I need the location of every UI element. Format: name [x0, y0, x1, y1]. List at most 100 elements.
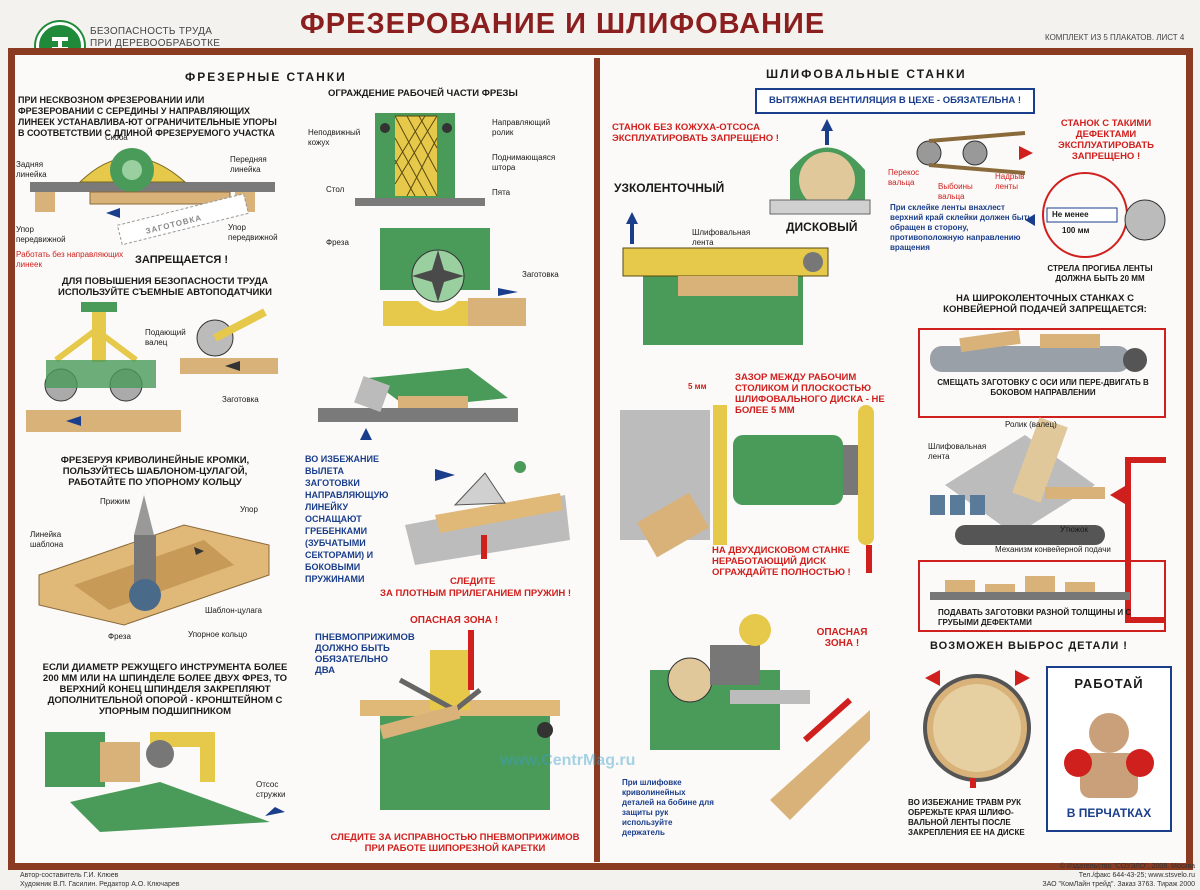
text-no-guides: Работать без направляющих линеек	[16, 250, 124, 269]
text-gloves: В ПЕРЧАТКАХ	[1066, 806, 1152, 820]
text-hand-injury: ВО ИЗБЕЖАНИЕ ТРАВМ РУК ОБРЕЖЬТЕ КРАЯ ШЛИ…	[908, 798, 1025, 837]
text-belt-gluing: При склейке ленты внахлест верхний край …	[890, 203, 1033, 252]
text-kickback: ВО ИЗБЕЖАНИЕ ВЫЛЕТА ЗАГОТОВКИ НАПРАВЛЯЮЩ…	[305, 454, 389, 584]
label-roller: Ролик (валец)	[1005, 420, 1057, 429]
footer-phone: Тел./факс 644-43-25; www.stsvelo.ru	[1078, 872, 1195, 879]
fence-illustration	[30, 148, 275, 246]
guard-illustration	[355, 113, 485, 206]
page-title: ФРЕЗЕРОВАНИЕ И ШЛИФОВАНИЕ	[300, 8, 826, 40]
label-rear-ruler: Задняя линейка	[16, 160, 47, 179]
label-stop-movable-2: Упор передвижной	[228, 223, 278, 242]
label-skoba: Скоба	[105, 133, 128, 142]
label-heel: Пята	[492, 188, 511, 197]
tenoning-machine-illustration	[360, 630, 560, 810]
label-template-ruler: Линейка шаблона	[30, 530, 64, 549]
label-cutter-2: Фреза	[108, 632, 131, 641]
text-watch-springs-1: СЛЕДИТЕ	[450, 576, 496, 587]
label-table: Стол	[326, 185, 345, 194]
side-arrow-illustration	[1110, 457, 1166, 623]
label-sanding-belt: Шлифовальная лента	[692, 228, 751, 247]
wide-belt-illustration	[930, 417, 1105, 545]
text-pneumo: ПНЕВМОПРИЖИМОВ ДОЛЖНО БЫТЬ ОБЯЗАТЕЛЬНО Д…	[315, 632, 415, 676]
conveyor-illustration-1	[930, 329, 1147, 372]
feed-roller-illustration	[180, 308, 278, 374]
text-belt-sag: СТРЕЛА ПРОГИБА ЛЕНТЫ ДОЛЖНА БЫТЬ 20 ММ	[1047, 264, 1153, 283]
conveyor-box-1	[918, 328, 1166, 418]
spindle-illustration	[45, 732, 285, 832]
footer-author-block: Автор-составитель Г.И. Клюев Художник В.…	[20, 871, 179, 889]
double-disc-illustration	[620, 405, 874, 573]
label-dents: Выбоины вальца	[938, 182, 973, 201]
logo-line1: БЕЗОПАСНОСТЬ ТРУДА	[90, 26, 213, 37]
label-cutter: Фреза	[326, 238, 349, 247]
label-5mm: 5 мм	[688, 382, 707, 391]
cutter-illustration	[380, 228, 526, 326]
text-shift-workpiece: СМЕЩАТЬ ЗАГОТОВКУ С ОСИ ИЛИ ПЕРЕ-ДВИГАТЬ…	[937, 378, 1149, 397]
label-thrust-ring: Упорное кольцо	[188, 630, 248, 639]
footer-artist: Художник В.П. Гасилин. Редактор А.О. Клю…	[20, 881, 180, 888]
text-no-casing: СТАНОК БЕЗ КОЖУХА-ОТСОСА ЭКСПЛУАТИРОВАТЬ…	[612, 122, 779, 144]
autofeeder-illustration	[26, 302, 181, 432]
header: БЕЗОПАСНОСТЬ ТРУДА ПРИ ДЕРЕВООБРАБОТКЕ Ф…	[0, 0, 1200, 70]
text-blind-milling: ПРИ НЕСКВОЗНОМ ФРЕЗЕРОВАНИИ ИЛИ ФРЕЗЕРОВ…	[18, 95, 277, 138]
label-guide-roller: Направляющий ролик	[492, 118, 551, 137]
text-double-disc: НА ДВУХДИСКОВОМ СТАНКЕ НЕРАБОТАЮЩИЙ ДИСК…	[712, 545, 851, 578]
label-chip-suction: Отсос стружки	[256, 780, 286, 799]
logo-text: БЕЗОПАСНОСТЬ ТРУДА ПРИ ДЕРЕВООБРАБОТКЕ	[90, 26, 220, 50]
narrow-belt-machine-illustration	[622, 212, 829, 345]
label-disc: ДИСКОВЫЙ	[786, 220, 858, 234]
section-title-milling: ФРЕЗЕРНЫЕ СТАНКИ	[185, 70, 347, 84]
label-lift-curtain: Поднимающаяся штора	[492, 153, 556, 172]
text-bobbin: При шлифовке криволинейных деталей на бо…	[622, 778, 714, 837]
set-label: КОМПЛЕКТ ИЗ 5 ПЛАКАТОВ. ЛИСТ 4	[1045, 33, 1185, 42]
text-forbidden: ЗАПРЕЩАЕТСЯ !	[135, 254, 229, 266]
text-ejection: ВОЗМОЖЕН ВЫБРОС ДЕТАЛИ !	[930, 640, 1128, 652]
text-curved-edges: ФРЕЗЕРУЯ КРИВОЛИНЕЙНЫЕ КРОМКИ, ПОЛЬЗУЙТЕ…	[60, 455, 250, 488]
logo-line2: ПРИ ДЕРЕВООБРАБОТКЕ	[90, 38, 221, 49]
bobbin-machine-illustration	[650, 614, 870, 820]
conveyor-box-2	[918, 560, 1166, 632]
text-danger-zone-left: ОПАСНАЯ ЗОНА !	[410, 615, 499, 626]
label-front-ruler: Передняя линейка	[230, 155, 267, 174]
label-tears: Надрыв ленты	[995, 172, 1025, 191]
label-fixed-casing: Неподвижный кожух	[308, 128, 361, 147]
label-iron: Утюжок	[1060, 525, 1088, 534]
text-danger-zone-right: ОПАСНАЯ ЗОНА !	[816, 627, 868, 649]
belt-defects-illustration	[916, 131, 1033, 175]
text-wide-belt: НА ШИРОКОЛЕНТОЧНЫХ СТАНКАХ С КОНВЕЙЕРНОЙ…	[943, 293, 1147, 315]
label-workpiece-1: Заготовка	[522, 270, 559, 279]
label-workpiece-2: Заготовка	[222, 395, 259, 404]
label-not-less: Не менее	[1052, 210, 1089, 219]
text-watch-pneumo: СЛЕДИТЕ ЗА ИСПРАВНОСТЬЮ ПНЕВМОПРИЖИМОВ П…	[330, 832, 580, 854]
text-autofeed: ДЛЯ ПОВЫШЕНИЯ БЕЗОПАСНОСТИ ТРУДА ИСПОЛЬЗ…	[58, 276, 272, 298]
conveyor-illustration-2	[930, 576, 1130, 600]
label-feed-roller: Подающий валец	[145, 328, 186, 347]
text-diff-thickness: ПОДАВАТЬ ЗАГОТОВКИ РАЗНОЙ ТОЛЩИНЫ И С ГР…	[938, 608, 1132, 627]
label-narrow-belt: УЗКОЛЕНТОЧНЫЙ	[614, 181, 725, 195]
footer-print: ЗАО "КомЛайн трейд". Заказ 3763. Тираж 2…	[1042, 881, 1195, 888]
gloves-box: РАБОТАЙ В ПЕРЧАТКАХ	[1046, 666, 1172, 832]
text-watch-springs-2: ЗА ПЛОТНЫМ ПРИЛЕГАНИЕМ ПРУЖИН !	[380, 588, 572, 599]
section-title-grinding: ШЛИФОВАЛЬНЫЕ СТАНКИ	[766, 67, 967, 81]
text-spindle: ЕСЛИ ДИАМЕТР РЕЖУЩЕГО ИНСТРУМЕНТА БОЛЕЕ …	[42, 662, 288, 717]
text-defects: СТАНОК С ТАКИМИ ДЕФЕКТАМИ ЭКСПЛУАТИРОВАТ…	[1057, 118, 1154, 162]
watermark: www.CentrMag.ru	[500, 752, 636, 769]
text-gap: ЗАЗОР МЕЖДУ РАБОЧИМ СТОЛИКОМ И ПЛОСКОСТЬ…	[735, 372, 885, 416]
disc-sander-illustration	[769, 119, 871, 215]
footer-publisher: © Издательство "СОУЭЛО", 2008. Москва	[1059, 863, 1195, 870]
boxer-icon	[1064, 713, 1154, 798]
footer-publisher-block: © Издательство "СОУЭЛО", 2008. Москва Те…	[1020, 862, 1195, 889]
text-work-in: РАБОТАЙ	[1074, 676, 1144, 691]
label-stop: Упор	[240, 505, 258, 514]
label-conveyor: Механизм конвейерной подачи	[995, 545, 1111, 554]
label-clamp: Прижим	[100, 497, 130, 506]
combs-machine-illustration	[318, 368, 518, 440]
text-guard-title: ОГРАЖДЕНИЕ РАБОЧЕЙ ЧАСТИ ФРЕЗЫ	[328, 88, 518, 99]
belt-sag-illustration	[1025, 172, 1166, 258]
ventilation-box: ВЫТЯЖНАЯ ВЕНТИЛЯЦИЯ В ЦЕХЕ - ОБЯЗАТЕЛЬНА…	[755, 88, 1035, 114]
spring-machine-illustration	[405, 461, 570, 565]
label-stop-movable-1: Упор передвижной	[16, 225, 66, 244]
disc-trim-illustration	[923, 670, 1031, 788]
label-roller-skew: Перекос вальца	[888, 168, 920, 187]
